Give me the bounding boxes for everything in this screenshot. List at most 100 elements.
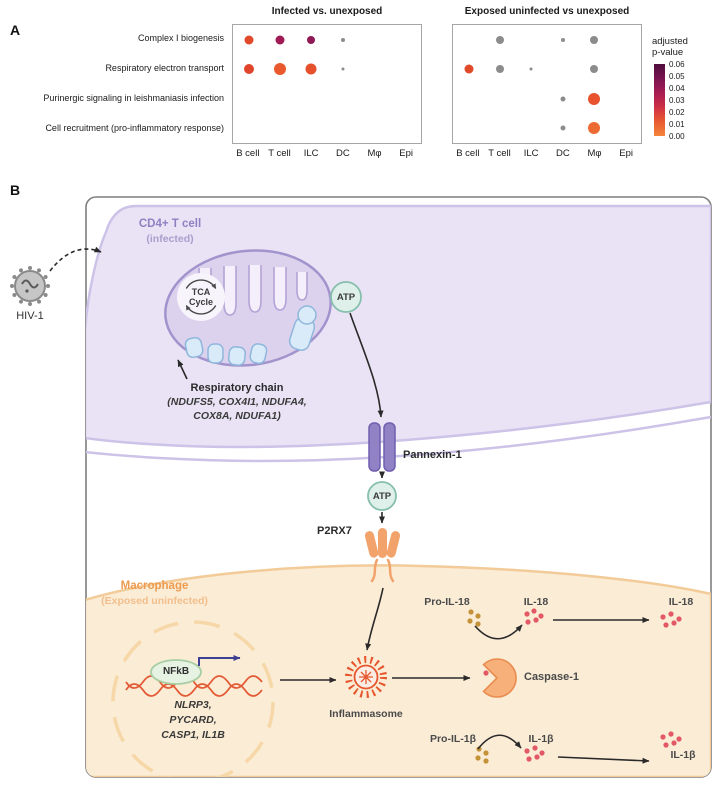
pro-il1b-label: Pro-IL-1β [429,733,477,745]
respiratory-chain-genes-2: COX8A, NDUFA1) [193,410,281,422]
pannexin-label: Pannexin-1 [403,449,462,461]
gene-line-1: NLRP3, [174,699,212,711]
legend-gradient-bar [654,64,665,136]
tca-cycle-arrow-bottom [185,305,217,315]
col-label-ILC: ILC [523,148,539,159]
dot-plot0-row1-B cell [243,64,254,75]
flow-arrows [49,246,650,764]
p2rx7-label: P2RX7 [317,525,352,537]
atp-circle-top [330,281,362,313]
dot-plot1-row2-Mφ [588,92,600,105]
dot-plot0-row1-ILC [305,63,317,75]
row-label-3: Cell recruitment (pro-inflammatory respo… [45,123,224,133]
respiratory-chain-title: Respiratory chain [190,382,284,394]
col-labels-infected: B cell T cell ILC DC Mφ Epi [232,148,422,162]
dot-plot1-row3-DC [560,125,566,131]
il1b-secreted-label: IL-1β [670,749,696,761]
col-label-Mφ: Mφ [587,148,602,159]
respiratory-chain-genes-1: (NDUFS5, COX4I1, NDUFA4, [167,396,307,408]
legend-tick-0.04: 0.04 [669,84,685,93]
row-label-0: Complex I biogenesis [137,33,224,43]
legend-title-line2: p-value [652,47,684,58]
atp-top-label: ATP [336,292,356,303]
dotplot-infected: Infected vs. unexposed B cell T cell ILC DC… [232,6,422,162]
dot-plot1-row1-T cell [496,65,504,74]
col-label-Mφ: Mφ [367,148,382,159]
macrophage-name: Macrophage [120,580,189,592]
col-label-DC: DC [555,148,570,159]
mitochondrion-icon [164,249,332,367]
tca-cycle-arrow-top [185,279,217,289]
tca-label-line1: TCA [191,287,211,297]
col-label-DC: DC [335,148,350,159]
dot-plot0-row0-ILC [307,35,316,44]
atp-circle-mid [367,481,397,511]
dot-plot1-row1-Mφ [590,65,598,74]
legend-tick-0.01: 0.01 [669,120,685,129]
il18-secreted-label: IL-18 [668,596,694,608]
dot-plot0-row1-DC [341,67,345,71]
inflammasome-label: Inflammasome [329,708,403,720]
col-label-ILC: ILC [303,148,319,159]
nfkb-oval [150,659,202,685]
p2rx7-receptor-icon [364,528,401,583]
dna-strand-icon [125,675,263,697]
col-label-Epi: Epi [399,148,414,159]
il18-label: IL-18 [523,596,549,608]
dot-plot0-row0-DC [340,37,345,42]
caspase-label: Caspase-1 [524,671,580,683]
tca-label-line2: Cycle [188,297,214,307]
dot-plot1-row0-DC [560,37,565,42]
atp-mid-label: ATP [372,491,392,502]
t-cell-state: (infected) [146,233,194,245]
macrophage-state: (Exposed uninfected) [101,595,208,607]
il1b-label: IL-1β [528,733,554,745]
legend-tick-0.00: 0.00 [669,132,685,141]
nfkb-transcription-arrow [198,655,241,666]
pannexin-channel-icon [368,422,396,472]
gene-line-2: PYCARD, [169,714,217,726]
caspase-1-icon [482,658,517,698]
gene-line-3: CASP1, IL1B [161,729,225,741]
dot-plot1-row0-T cell [496,35,504,44]
dot-plot1-row1-ILC [529,67,533,71]
dot-plot1-row1-B cell [464,64,474,74]
legend-tick-0.06: 0.06 [669,60,685,69]
pro-cytokine-dots [467,609,489,764]
inflammasome-icon [345,656,387,698]
dot-plot0-row1-T cell [274,63,286,76]
respiratory-chain-complexes [184,305,317,366]
col-label-T cell: T cell [268,148,291,159]
plot-title-infected: Infected vs. unexposed [271,6,383,17]
col-labels-exposed: B cell T cell ILC DC Mφ Epi [452,148,642,162]
col-label-T cell: T cell [488,148,511,159]
row-label-1: Respiratory electron transport [105,63,224,73]
macrophage-body [86,564,711,777]
nfkb-label: NFkB [162,666,190,677]
legend-tick-0.05: 0.05 [669,72,685,81]
dot-plot0-row0-T cell [275,35,285,45]
col-label-B cell: B cell [456,148,480,159]
t-cell-membrane-line [86,415,711,463]
col-label-B cell: B cell [236,148,260,159]
plot-area-infected [232,24,422,144]
col-label-Epi: Epi [619,148,634,159]
row-label-2: Purinergic signaling in leishmaniasis in… [43,93,224,103]
hiv-virus-icon [10,266,50,306]
panel-a-label: A [10,22,21,38]
plot-area-exposed [452,24,642,144]
dot-plot1-row3-Mφ [588,122,600,135]
mature-cytokine-dots [483,608,682,762]
pro-il18-label: Pro-IL-18 [424,596,470,608]
hiv-label: HIV-1 [16,310,44,322]
panel-b-label: B [10,182,21,198]
macrophage-nucleus [111,620,275,777]
legend-tick-0.03: 0.03 [669,96,685,105]
